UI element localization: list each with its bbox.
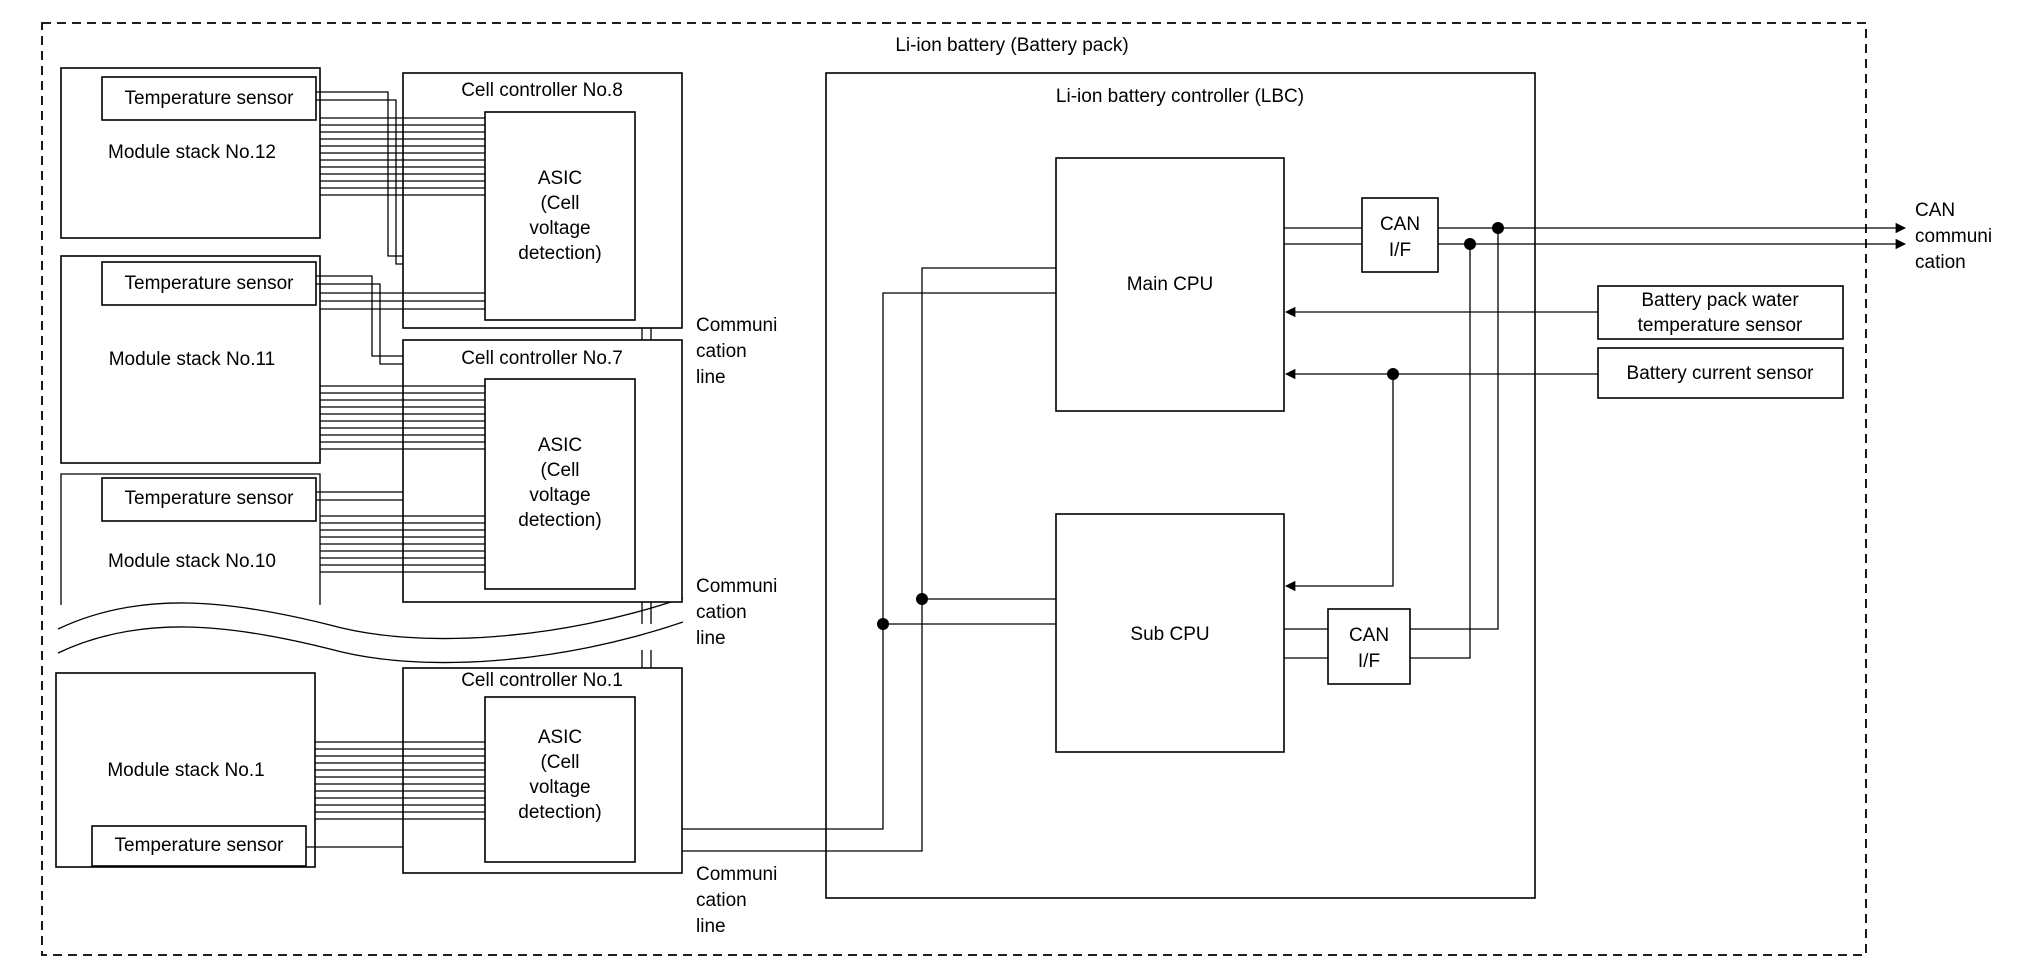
comm-line-text: line <box>696 367 726 388</box>
module-stack-1: Temperature sensor Module stack No.1 <box>55 672 316 868</box>
cell-controller-8: Cell controller No.8 ASIC (Cell voltage … <box>402 72 683 329</box>
lbc-label: Li-ion battery controller (LBC) <box>1056 86 1304 107</box>
comm-line-text: Communi <box>696 576 777 597</box>
asic-line: voltage <box>529 777 590 798</box>
junction-dot <box>877 618 889 630</box>
temperature-sensor-box <box>101 76 317 121</box>
battery-pack-label: Li-ion battery (Battery pack) <box>895 35 1128 56</box>
sub-cpu-label: Sub CPU <box>1130 624 1209 645</box>
module-stack-11: Temperature sensor Module stack No.11 <box>60 255 321 464</box>
asic-line: detection) <box>518 802 601 823</box>
water-temp-sensor-label: temperature sensor <box>1638 315 1803 336</box>
comm-line-text: line <box>696 916 726 937</box>
comm-line-text: cation <box>696 890 747 911</box>
asic-line: ASIC <box>538 435 582 456</box>
temperature-sensor-label: Temperature sensor <box>125 488 295 509</box>
module-stack-label: Module stack No.12 <box>108 142 276 163</box>
comm-line-text: line <box>696 628 726 649</box>
asic-line: (Cell <box>540 193 579 214</box>
comm-line-text: cation <box>696 341 747 362</box>
can-communication-label: communi <box>1915 226 1992 247</box>
communication-line-label-3: Communi cation line <box>696 864 777 937</box>
omission-break-lines <box>57 597 684 664</box>
module-stack-10: Temperature sensor Module stack No.10 <box>60 473 321 605</box>
current-sensor-label: Battery current sensor <box>1627 363 1815 384</box>
can-if-sub-box <box>1327 608 1411 685</box>
asic-box <box>484 111 636 321</box>
lbc-wiring <box>682 222 1907 852</box>
asic-box <box>484 378 636 590</box>
comm-line-text: Communi <box>696 315 777 336</box>
main-cpu-box <box>1055 157 1285 412</box>
cell-controller-label: Cell controller No.8 <box>461 80 623 101</box>
battery-pack-boundary <box>41 22 1867 956</box>
water-temp-sensor-label: Battery pack water <box>1641 290 1799 311</box>
temperature-sensor-box <box>101 261 317 306</box>
asic-line: detection) <box>518 510 601 531</box>
can-if-label: CAN <box>1349 625 1389 646</box>
comm-line-text: cation <box>696 602 747 623</box>
temperature-sensor-box <box>91 825 307 867</box>
can-if-label: I/F <box>1358 651 1380 672</box>
sub-cpu-box <box>1055 513 1285 753</box>
junction-dot <box>1492 222 1504 234</box>
asic-line: ASIC <box>538 727 582 748</box>
module-stack-label: Module stack No.1 <box>107 760 264 781</box>
communication-line-label-2: Communi cation line <box>696 576 777 649</box>
voltage-detection-wires <box>315 117 485 820</box>
cell-controller-7: Cell controller No.7 ASIC (Cell voltage … <box>402 339 683 603</box>
can-if-label: I/F <box>1389 240 1411 261</box>
temperature-sensor-label: Temperature sensor <box>115 835 285 856</box>
asic-line: detection) <box>518 243 601 264</box>
module-stack-label: Module stack No.11 <box>109 349 276 370</box>
junction-dot <box>916 593 928 605</box>
asic-line: voltage <box>529 485 590 506</box>
can-communication-label: CAN <box>1915 200 1955 221</box>
communication-line-wires <box>641 328 652 668</box>
can-if-main-box <box>1361 197 1439 273</box>
can-communication-label: cation <box>1915 252 1966 273</box>
communication-line-label-1: Communi cation line <box>696 315 777 388</box>
asic-box <box>484 696 636 863</box>
junction-dot <box>1387 368 1399 380</box>
temperature-sensor-wires <box>306 91 403 848</box>
temperature-sensor-label: Temperature sensor <box>125 273 295 294</box>
cell-controller-label: Cell controller No.1 <box>461 670 623 691</box>
main-cpu-label: Main CPU <box>1127 274 1214 295</box>
asic-line: ASIC <box>538 168 582 189</box>
asic-line: (Cell <box>540 460 579 481</box>
comm-line-text: Communi <box>696 864 777 885</box>
asic-line: voltage <box>529 218 590 239</box>
can-if-label: CAN <box>1380 214 1420 235</box>
water-temp-sensor-box <box>1597 285 1844 340</box>
module-stack-12: Temperature sensor Module stack No.12 <box>60 67 321 239</box>
asic-line: (Cell <box>540 752 579 773</box>
current-sensor-box <box>1597 347 1844 399</box>
junction-dot <box>1464 238 1476 250</box>
temperature-sensor-label: Temperature sensor <box>125 88 295 109</box>
module-stack-label: Module stack No.10 <box>108 551 276 572</box>
cell-controller-label: Cell controller No.7 <box>461 348 623 369</box>
